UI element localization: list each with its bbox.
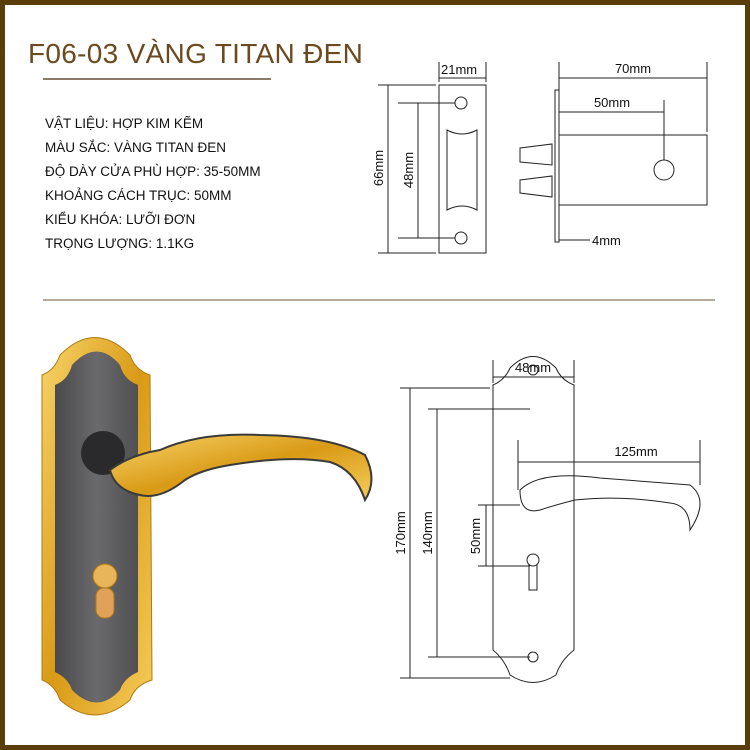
spec-color: MÀU SẮC: VÀNG TITAN ĐEN [45,140,227,155]
latch-drawing [519,62,708,243]
door-handle-photo [41,337,373,716]
section-divider [43,299,715,301]
latch-backset-label: 50mm [594,95,630,110]
strike-height-label: 66mm [371,150,386,186]
handle-outline-drawing [400,356,701,683]
title-underline [43,78,271,80]
lever-length-label: 125mm [614,444,657,459]
spec-latch-type: KIỂU KHÓA: LƯỠI ĐƠN [45,212,196,227]
latch-faceplate-label: 4mm [592,233,621,248]
spec-weight: TRỌNG LƯỢNG: 1.1KG [45,236,195,251]
strike-plate-drawing [378,62,487,254]
center-distance-label: 50mm [468,518,483,554]
spec-material: VẬT LIỆU: HỢP KIM KẼM [45,116,204,131]
plate-height-label: 170mm [393,511,408,554]
spec-door-thickness: ĐỘ DÀY CỬA PHÙ HỢP: 35-50MM [45,164,261,179]
spec-backset: KHOẢNG CÁCH TRỤC: 50MM [45,188,232,203]
latch-length-label: 70mm [615,61,651,76]
product-title: F06-03 VÀNG TITAN ĐEN [28,38,364,69]
spec-list: VẬT LIỆU: HỢP KIM KẼM MÀU SẮC: VÀNG TITA… [45,112,261,256]
strike-width-label: 21mm [441,62,477,77]
strike-hole-spacing-label: 48mm [401,152,416,188]
screw-spacing-label: 140mm [420,511,435,554]
handle-width-label: 48mm [515,360,551,375]
